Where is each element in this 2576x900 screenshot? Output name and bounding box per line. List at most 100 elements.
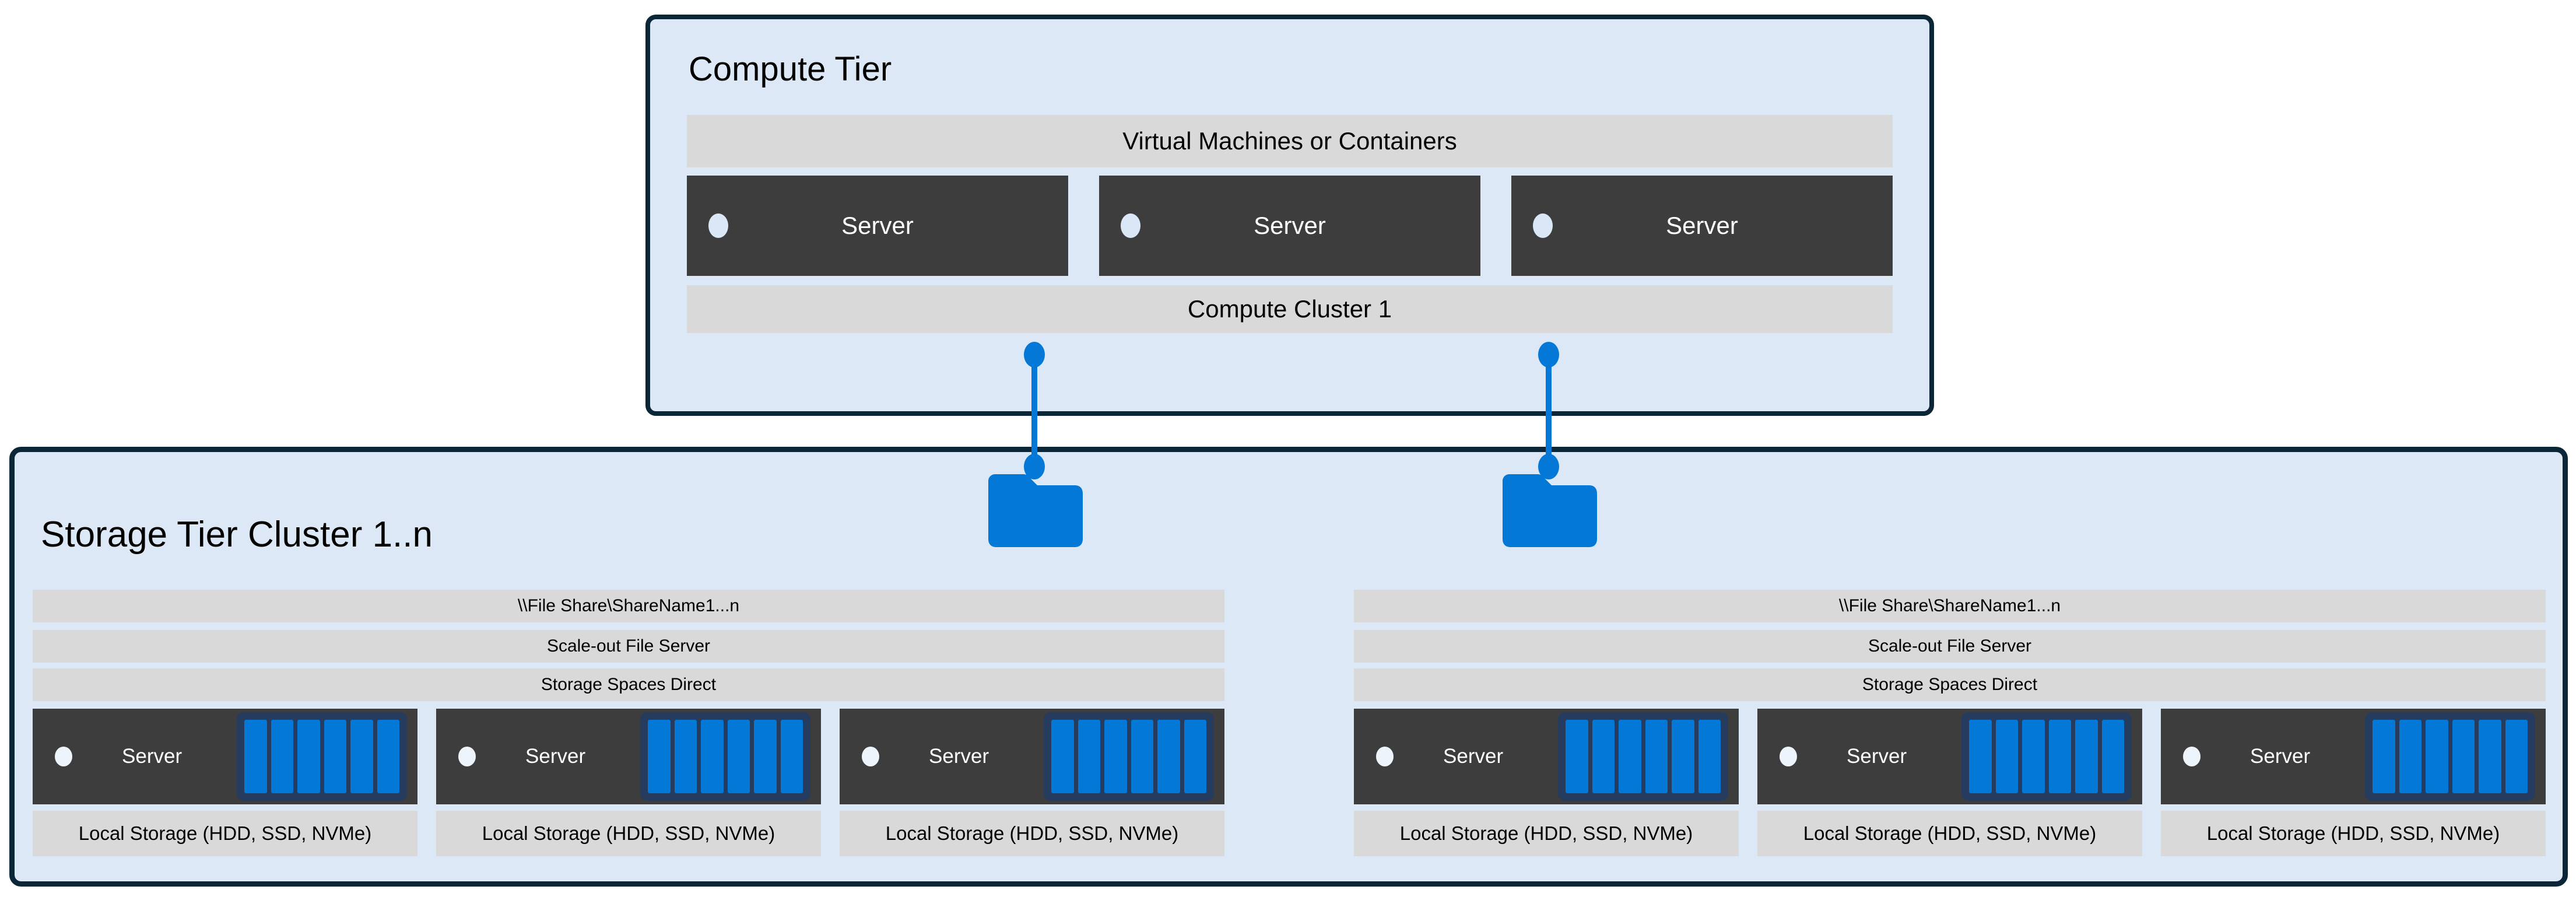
power-led-icon: [458, 747, 476, 766]
disk-array: [1558, 712, 1728, 801]
disk-icon: [244, 720, 267, 793]
disk-icon: [780, 720, 803, 793]
power-led-icon: [1376, 747, 1394, 766]
vm-containers-bar: Virtual Machines or Containers: [687, 115, 1893, 167]
file-share-bar: \\File Share\ShareName1...n: [33, 590, 1224, 622]
disk-icon: [1995, 720, 2018, 793]
compute-server: Server: [1511, 176, 1893, 276]
disk-icon: [2048, 720, 2071, 793]
local-storage-row: Local Storage (HDD, SSD, NVMe) Local Sto…: [1354, 811, 2546, 856]
disk-icon: [1051, 720, 1074, 793]
disk-icon: [1672, 720, 1694, 793]
connector-node-icon: [1538, 454, 1559, 479]
server-label: Server: [1847, 745, 1907, 768]
disk-icon: [2479, 720, 2501, 793]
disk-icon: [701, 720, 724, 793]
storage-server-row: Server Server Server: [33, 709, 1224, 804]
local-storage-bar: Local Storage (HDD, SSD, NVMe): [1757, 811, 2142, 856]
power-led-icon: [1780, 747, 1797, 766]
local-storage-row: Local Storage (HDD, SSD, NVMe) Local Sto…: [33, 811, 1224, 856]
disk-icon: [2101, 720, 2124, 793]
storage-server: Server: [1354, 709, 1739, 804]
disk-icon: [2373, 720, 2395, 793]
storage-cluster: \\File Share\ShareName1...n Scale-out Fi…: [1354, 452, 2546, 881]
disk-icon: [350, 720, 373, 793]
disk-icon: [2505, 720, 2528, 793]
disk-array: [1044, 712, 1214, 801]
storage-tier-title: Storage Tier Cluster 1..n: [41, 514, 433, 555]
disk-icon: [1619, 720, 1641, 793]
disk-icon: [1184, 720, 1206, 793]
storage-tier-box: Storage Tier Cluster 1..n \\File Share\S…: [9, 447, 2568, 887]
disk-array: [640, 712, 810, 801]
storage-cluster: \\File Share\ShareName1...n Scale-out Fi…: [33, 452, 1224, 881]
disk-array: [1961, 712, 2132, 801]
disk-icon: [1645, 720, 1668, 793]
disk-icon: [297, 720, 320, 793]
disk-icon: [2452, 720, 2475, 793]
storage-server: Server: [840, 709, 1224, 804]
disk-icon: [271, 720, 293, 793]
local-storage-bar: Local Storage (HDD, SSD, NVMe): [436, 811, 821, 856]
storage-server: Server: [436, 709, 821, 804]
disk-icon: [2022, 720, 2045, 793]
local-storage-bar: Local Storage (HDD, SSD, NVMe): [33, 811, 417, 856]
storage-server: Server: [2161, 709, 2546, 804]
disk-icon: [2075, 720, 2098, 793]
connector-node-icon: [1024, 342, 1045, 367]
server-label: Server: [1666, 212, 1738, 239]
disk-icon: [377, 720, 399, 793]
connector-node-icon: [1024, 454, 1045, 479]
disk-array: [237, 712, 407, 801]
disk-icon: [2399, 720, 2421, 793]
disk-icon: [1698, 720, 1721, 793]
server-label: Server: [2250, 745, 2311, 768]
server-label: Server: [929, 745, 989, 768]
server-label: Server: [1443, 745, 1504, 768]
disk-icon: [1157, 720, 1180, 793]
compute-cluster-bar: Compute Cluster 1: [687, 285, 1893, 333]
server-label: Server: [841, 212, 914, 239]
storage-server: Server: [33, 709, 417, 804]
disk-icon: [1592, 720, 1615, 793]
server-label: Server: [525, 745, 586, 768]
disk-array: [2365, 712, 2535, 801]
local-storage-bar: Local Storage (HDD, SSD, NVMe): [840, 811, 1224, 856]
disk-icon: [324, 720, 346, 793]
storage-spaces-direct-bar: Storage Spaces Direct: [1354, 668, 2546, 701]
storage-spaces-direct-bar: Storage Spaces Direct: [33, 668, 1224, 701]
disk-icon: [727, 720, 750, 793]
compute-tier-title: Compute Tier: [689, 50, 892, 88]
disk-icon: [2426, 720, 2448, 793]
connector-line: [1546, 352, 1552, 469]
disk-icon: [754, 720, 777, 793]
disk-icon: [674, 720, 697, 793]
storage-server: Server: [1757, 709, 2142, 804]
disk-icon: [1131, 720, 1153, 793]
disk-icon: [1969, 720, 1992, 793]
folder-icon: [988, 474, 1083, 547]
compute-server: Server: [1099, 176, 1480, 276]
scale-out-file-server-bar: Scale-out File Server: [33, 630, 1224, 663]
local-storage-bar: Local Storage (HDD, SSD, NVMe): [1354, 811, 1739, 856]
compute-server-row: Server Server Server: [687, 176, 1893, 276]
compute-server: Server: [687, 176, 1068, 276]
power-led-icon: [55, 747, 72, 766]
connector-node-icon: [1538, 342, 1559, 367]
power-led-icon: [1533, 213, 1553, 238]
connector-line: [1031, 352, 1037, 469]
storage-server-row: Server Server Server: [1354, 709, 2546, 804]
disk-icon: [648, 720, 671, 793]
disk-icon: [1078, 720, 1100, 793]
compute-tier-box: Compute Tier Virtual Machines or Contain…: [645, 15, 1934, 416]
server-label: Server: [122, 745, 183, 768]
disk-icon: [1566, 720, 1588, 793]
disk-icon: [1104, 720, 1127, 793]
power-led-icon: [708, 213, 728, 238]
folder-icon: [1503, 474, 1597, 547]
server-label: Server: [1254, 212, 1326, 239]
power-led-icon: [862, 747, 879, 766]
power-led-icon: [1121, 213, 1140, 238]
local-storage-bar: Local Storage (HDD, SSD, NVMe): [2161, 811, 2546, 856]
